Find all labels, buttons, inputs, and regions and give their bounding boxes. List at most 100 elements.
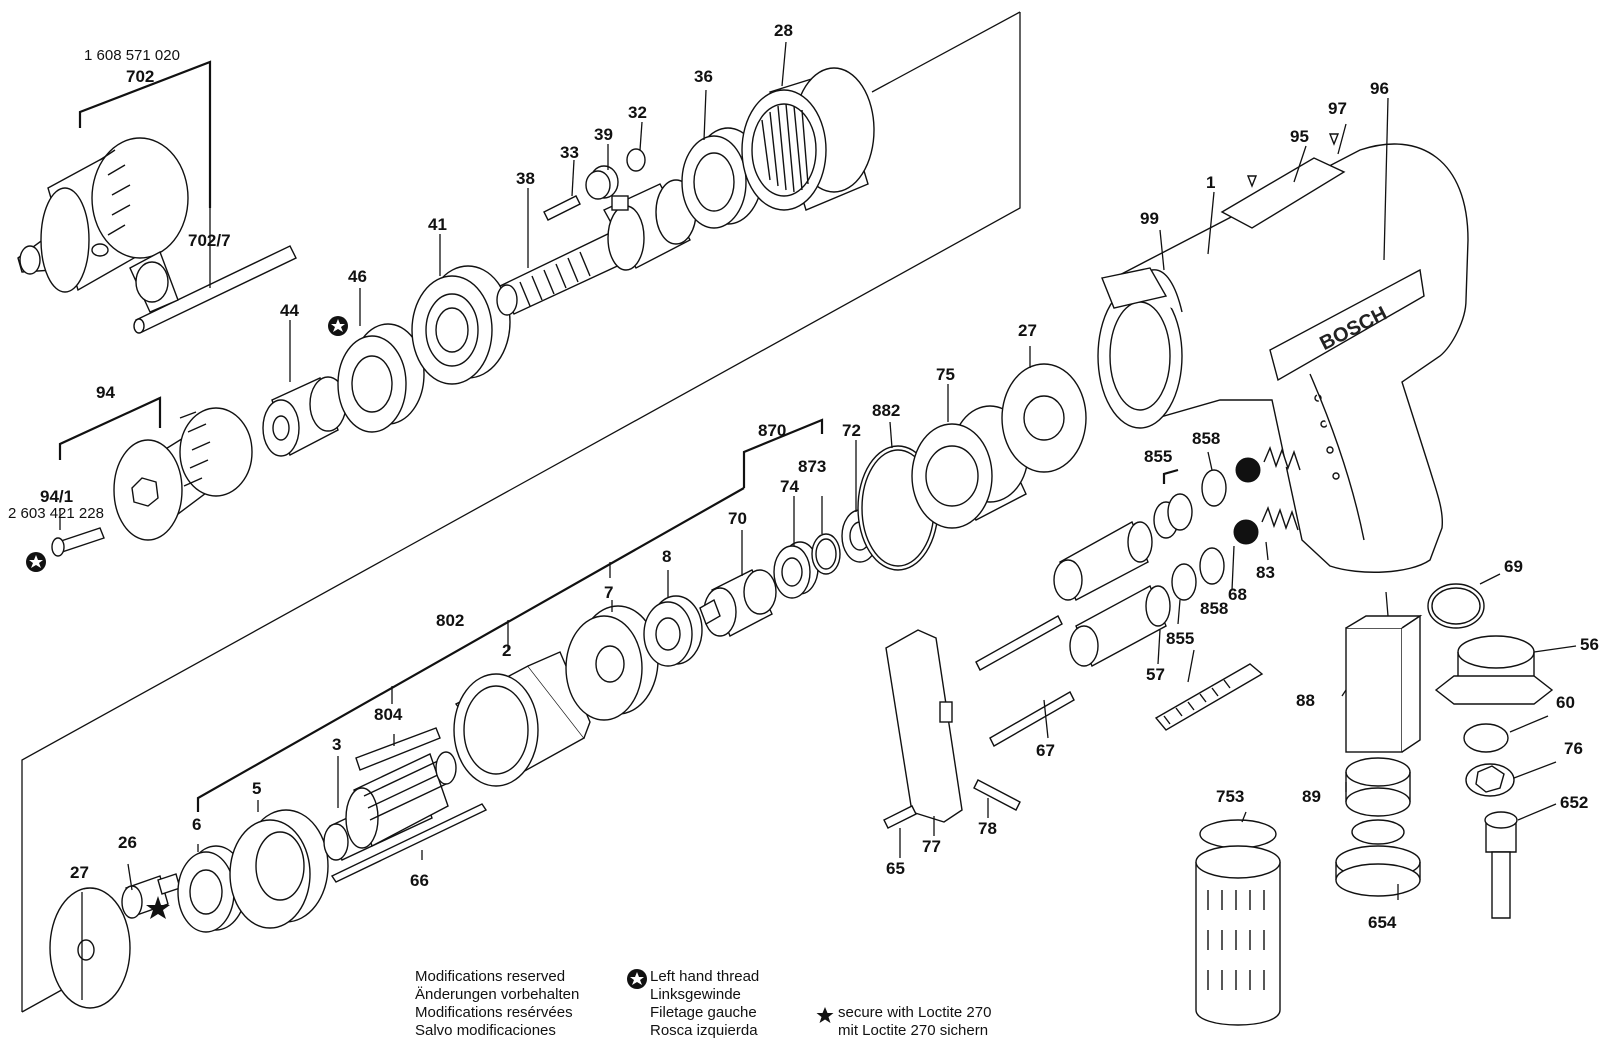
- ring-gear-28: [741, 67, 875, 211]
- label-652: 652: [1560, 793, 1588, 812]
- label-83: 83: [1256, 563, 1275, 582]
- leader-lines: [58, 41, 1577, 1000]
- label-2: 2: [502, 641, 511, 660]
- label-60: 60: [1556, 693, 1575, 712]
- rotor-3: [323, 751, 457, 861]
- rivet-97: [1246, 133, 1340, 188]
- note-line: Rosca izquierda: [650, 1022, 758, 1039]
- vane-804: [355, 727, 441, 771]
- label-7: 7: [604, 583, 613, 602]
- band-99: [1101, 267, 1168, 309]
- pin-78: [973, 779, 1021, 811]
- main-housing: [1097, 143, 1469, 573]
- o-ring-855-lower: [1171, 563, 1197, 601]
- label-89: 89: [1302, 787, 1321, 806]
- pin-33: [543, 195, 581, 221]
- threaded-sleeve: [262, 376, 347, 457]
- ball-bearing-41: [411, 265, 511, 385]
- label-76: 76: [1564, 739, 1583, 758]
- label-3: 3: [332, 735, 341, 754]
- label-33: 33: [560, 143, 579, 162]
- label-70: 70: [728, 509, 747, 528]
- label-39: 39: [594, 125, 613, 144]
- trigger-lever-77: [885, 629, 963, 823]
- valve-pin-upper: [1053, 521, 1153, 601]
- label-654: 654: [1368, 913, 1397, 932]
- label-1: 1: [1206, 173, 1215, 192]
- label-chuck2-spec: 2 603 421 228: [8, 505, 104, 522]
- modifications-note: Modifications reserved Änderungen vorbeh…: [415, 968, 579, 1040]
- note-line: mit Loctite 270 sichern: [838, 1022, 989, 1039]
- label-88: 88: [1296, 691, 1315, 710]
- note-line: Änderungen vorbehalten: [415, 986, 580, 1003]
- keyless-chuck: [113, 407, 253, 541]
- label-46: 46: [348, 267, 367, 286]
- ring-nut: [337, 323, 425, 433]
- label-67: 67: [1036, 741, 1055, 760]
- drive-spindle: [496, 179, 697, 316]
- label-882: 882: [872, 401, 900, 420]
- label-6: 6: [192, 815, 201, 834]
- adapter-654: [1335, 819, 1421, 897]
- rods-67: [975, 615, 1075, 747]
- label-873: 873: [798, 457, 826, 476]
- ring-74: [773, 541, 819, 599]
- left-hand-thread-symbol-94: [26, 552, 46, 572]
- governor-70: [699, 569, 777, 637]
- exhaust-filter-753: [1195, 819, 1281, 1026]
- needle-32: [626, 148, 646, 172]
- o-ring-858-upper: [1201, 469, 1227, 507]
- strainer-60: [1463, 723, 1509, 753]
- star-in-circle-icon: [627, 969, 647, 989]
- label-78: 78: [978, 819, 997, 838]
- label-69: 69: [1504, 557, 1523, 576]
- note-line: Linksgewinde: [650, 986, 741, 1003]
- label-802: 802: [436, 611, 464, 630]
- label-702: 702: [126, 67, 154, 86]
- spring-clip-855: [1154, 663, 1264, 731]
- label-56: 56: [1580, 635, 1599, 654]
- keyed-drill-chuck: [17, 137, 189, 293]
- label-27-bottom: 27: [70, 863, 89, 882]
- nameplate-95: [1220, 157, 1346, 229]
- label-858-bottom: 858: [1200, 599, 1228, 618]
- washer-27-bottom: [49, 887, 131, 1009]
- label-chuck-spec: 1 608 571 020: [84, 47, 180, 64]
- label-99: 99: [1140, 209, 1159, 228]
- label-94-1: 94/1: [40, 487, 73, 506]
- washer-27-top: [1001, 363, 1087, 473]
- label-5: 5: [252, 779, 261, 798]
- label-36: 36: [694, 67, 713, 86]
- label-72: 72: [842, 421, 861, 440]
- label-26: 26: [118, 833, 137, 852]
- loctite-star-26: [146, 896, 170, 919]
- valve-57: [1069, 585, 1171, 667]
- label-32: 32: [628, 103, 647, 122]
- label-702-7: 702/7: [188, 231, 231, 250]
- end-plate-7: [565, 605, 659, 721]
- air-inlet-56: [1434, 635, 1554, 705]
- note-line: Modifications resérvées: [415, 1004, 573, 1021]
- planet-gear-39: [585, 165, 619, 200]
- part-labels: 1 608 571 020 702 702/7 28 36 32 39 33 3…: [8, 21, 1599, 932]
- label-870: 870: [758, 421, 786, 440]
- label-855-bottom: 855: [1166, 629, 1194, 648]
- label-44: 44: [280, 301, 299, 320]
- cap-89: [1345, 757, 1411, 817]
- chuck-key: [129, 245, 297, 334]
- label-27-top: 27: [1018, 321, 1037, 340]
- left-hand-thread-note: Left hand thread Linksgewinde Filetage g…: [650, 968, 759, 1040]
- screw-65: [883, 805, 917, 829]
- black-star-icon: [816, 1007, 834, 1023]
- label-97: 97: [1328, 99, 1347, 118]
- hose-nipple-652: [1484, 811, 1518, 919]
- note-line: Filetage gauche: [650, 1004, 757, 1021]
- label-94: 94: [96, 383, 115, 402]
- label-95: 95: [1290, 127, 1309, 146]
- label-41: 41: [428, 215, 447, 234]
- rod-66: [330, 803, 488, 883]
- label-74: 74: [780, 477, 799, 496]
- label-858-top: 858: [1192, 429, 1220, 448]
- label-8: 8: [662, 547, 671, 566]
